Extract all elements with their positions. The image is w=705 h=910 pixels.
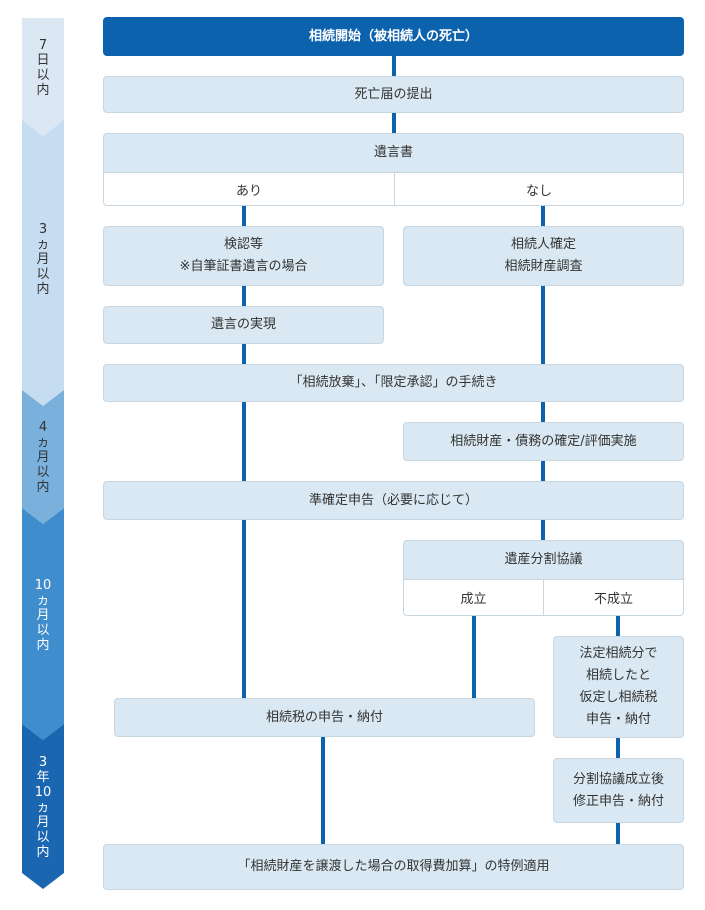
provisional-line-1: 法定相続分で: [579, 646, 658, 661]
connector-success-tax: [472, 616, 476, 698]
tax-filing-label: 相続税の申告・納付: [265, 709, 383, 725]
asset-valuation-label: 相続財産・債務の確定/評価実施: [450, 433, 637, 449]
timeline-segment-7d: [22, 18, 64, 136]
quasi-final-return-label: 準確定申告（必要に応じて）: [308, 492, 478, 508]
will-no-cell: なし: [394, 172, 684, 206]
connector-start-death: [392, 56, 396, 76]
connector-death-will: [392, 113, 396, 133]
amended-filing-box: 分割協議成立後 修正申告・納付: [553, 758, 684, 823]
connector-quasi-tax: [242, 520, 246, 698]
quasi-final-return-box: 準確定申告（必要に応じて）: [103, 481, 684, 520]
provisional-line-2: 相続したと: [585, 668, 651, 683]
provisional-line-4: 申告・納付: [585, 712, 651, 727]
connector-no-heir: [541, 206, 545, 226]
division-title: 遺産分割協議: [504, 552, 583, 567]
connector-renunciation-quasi: [242, 402, 246, 481]
connector-amended-special: [616, 823, 620, 844]
renunciation-box: 「相続放棄」、「限定承認」の手続き: [103, 364, 684, 402]
start-label: 相続開始（被相続人の死亡）: [308, 28, 478, 44]
division-box: 遺産分割協議: [403, 540, 684, 580]
division-success-label: 成立: [460, 592, 487, 607]
will-title: 遺言書: [373, 145, 413, 160]
special-rule-box: 「相続財産を譲渡した場合の取得費加算」の特例適用: [103, 844, 684, 890]
will-execution-label: 遺言の実現: [210, 317, 276, 332]
connector-renunciation-valuation: [541, 402, 545, 422]
connector-probate-execution: [242, 286, 246, 306]
connector-tax-special: [321, 737, 325, 844]
will-execution-box: 遺言の実現: [103, 306, 384, 344]
will-no-label: なし: [525, 183, 552, 199]
timeline-segment-3y10m: [22, 724, 64, 889]
death-notice-label: 死亡届の提出: [354, 86, 433, 102]
amended-line-2: 修正申告・納付: [572, 793, 664, 809]
tax-filing-box: 相続税の申告・納付: [114, 698, 535, 737]
heir-confirm-box: 相続人確定 相続財産調査: [403, 226, 684, 286]
division-failure-cell: 不成立: [543, 579, 684, 616]
probate-note: ※自筆証書遺言の場合: [179, 259, 308, 274]
connector-failure-provisional: [616, 616, 620, 636]
timeline-segment-4m: [22, 390, 64, 524]
timeline-segment-3m: [22, 120, 64, 406]
special-rule-label: 「相続財産を譲渡した場合の取得費加算」の特例適用: [237, 859, 550, 874]
start-box: 相続開始（被相続人の死亡）: [103, 17, 684, 56]
will-yes-label: あり: [235, 183, 262, 199]
connector-valuation-quasi: [541, 461, 545, 481]
timeline-arrows: [22, 18, 64, 889]
asset-valuation-box: 相続財産・債務の確定/評価実施: [403, 422, 684, 461]
provisional-line-3: 仮定し相続税: [579, 690, 658, 705]
renunciation-label: 「相続放棄」、「限定承認」の手続き: [289, 375, 498, 390]
connector-execution-renunciation: [242, 344, 246, 364]
amended-line-1: 分割協議成立後: [572, 771, 664, 787]
heir-confirm-subtitle: 相続財産調査: [504, 259, 583, 274]
provisional-filing-box: 法定相続分で 相続したと 仮定し相続税 申告・納付: [553, 636, 684, 738]
will-yes-cell: あり: [103, 172, 395, 206]
connector-quasi-division: [541, 520, 545, 540]
probate-title: 検認等: [223, 237, 263, 252]
connector-heir-renunciation: [541, 286, 545, 364]
will-box: 遺言書: [103, 133, 684, 173]
probate-box: 検認等 ※自筆証書遺言の場合: [103, 226, 384, 286]
connector-provisional-amended: [616, 738, 620, 758]
division-failure-label: 不成立: [593, 592, 633, 607]
death-notice-box: 死亡届の提出: [103, 76, 684, 113]
division-success-cell: 成立: [403, 579, 544, 616]
timeline-segment-10m: [22, 508, 64, 740]
connector-yes-probate: [242, 206, 246, 226]
heir-confirm-title: 相続人確定: [510, 237, 576, 252]
